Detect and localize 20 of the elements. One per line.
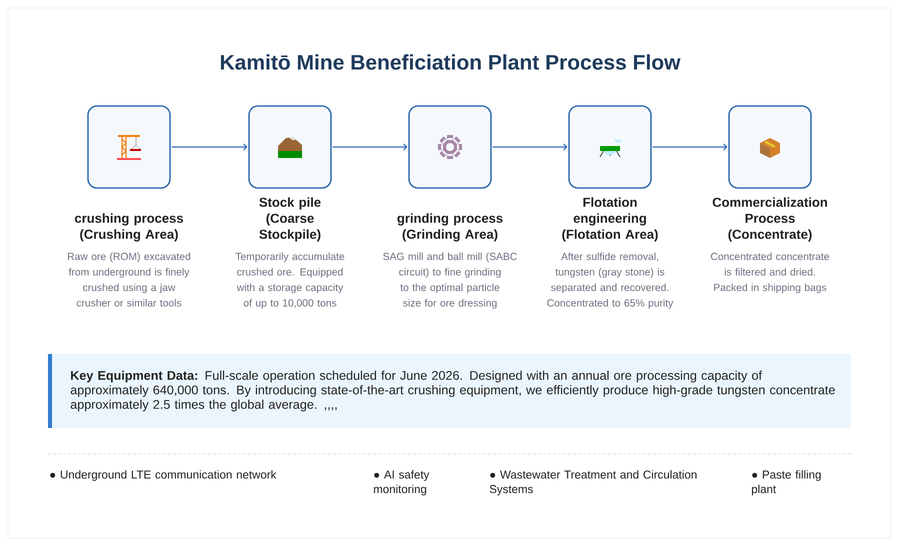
title: Kamitō Mine Beneficiation Plant Process Flow [220, 54, 680, 70]
arrow [492, 144, 568, 150]
arrow [171, 144, 248, 150]
arrow [332, 144, 408, 150]
step-description: After sulfide removal, tungsten (gray stone) is separated and recovered. Concentrated to 65% purity [547, 252, 674, 309]
step-heading: Flotation engineering (Flotation Area) [562, 197, 658, 242]
step-description: Concentrated concentrate is filtered and dried. Packed in shipping bags [710, 252, 830, 294]
step-heading: Stock pile (Coarse Stockpile) [259, 197, 321, 242]
step-description: Raw ore (ROM) excavated from underground is finely crushed using a jaw crusher or similar tools [68, 252, 190, 307]
step-description: Temporarily accumulate crushed ore. Equipped with a storage capacity of up to 10,000 tons [236, 252, 344, 309]
feature-item: ● Paste filling plant [752, 470, 821, 496]
step-heading: Commercialization Process (Concentrate) [712, 197, 827, 242]
feature-item: ● Underground LTE communication network [50, 470, 276, 481]
feature-item: ● AI safety monitoring [374, 470, 430, 496]
key-data-panel: Key Equipment Data: Full-scale operation scheduled for June 2026. Designed with an annual ore processing capacity of approximately 640,000 tons. By introducing state-of-the-art crushing equipment, we efficiently produce high-grade tungsten concentrate approximately 2.5 times the global average. ,,,, [48, 354, 851, 428]
feature-item: ● Wastewater Treatment and Circulation Systems [490, 470, 696, 496]
step-heading: crushing process (Crushing Area) [74, 213, 183, 242]
step-heading: grinding process (Grinding Area) [397, 213, 503, 242]
arrow [652, 144, 728, 150]
step-description: SAG mill and ball mill (SABC circuit) to fine grinding to the optimal particle size for ore dressing [383, 252, 517, 309]
